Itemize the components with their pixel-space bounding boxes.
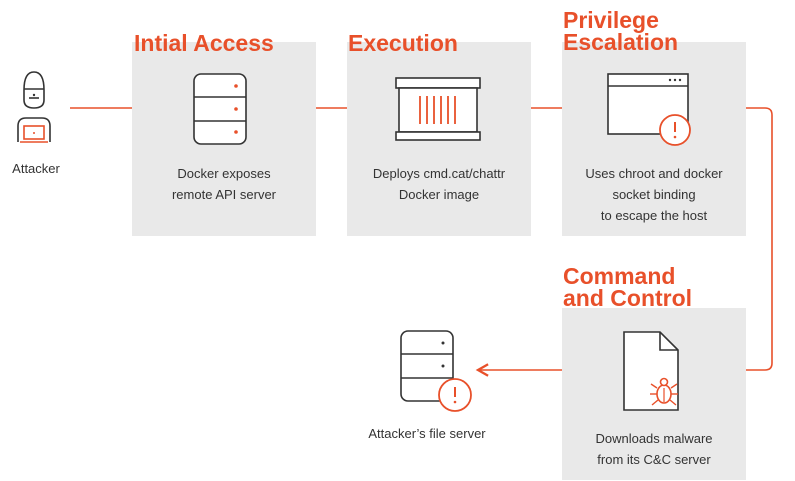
stage-title-execution: Execution [348,30,458,56]
stage-caption-execution: Deploys cmd.cat/chattr Docker image [372,166,506,202]
stage-title-command-and-control: Command and Control [563,263,693,311]
browser-window-alert-icon [604,70,694,150]
arrow-escalation-to-c2 [688,107,773,377]
stage-caption-initial-access: Docker exposes remote API server [171,166,277,202]
server-icon [189,70,251,148]
stage-title-privilege-escalation: Privilege Escalation [563,7,679,55]
attacker-label: Attacker [12,161,60,176]
file-server-label: Attacker’s file server [368,426,486,441]
malware-file-icon [620,328,686,414]
stage-caption-privilege-escalation: Uses chroot and docker socket binding to… [585,166,723,223]
stage-title-initial-access: Intial Access [134,30,274,56]
container-icon [392,74,484,144]
server-alert-icon [395,327,485,413]
hacker-icon [14,68,54,148]
stage-caption-command-and-control: Downloads malware from its C&C server [595,431,713,467]
